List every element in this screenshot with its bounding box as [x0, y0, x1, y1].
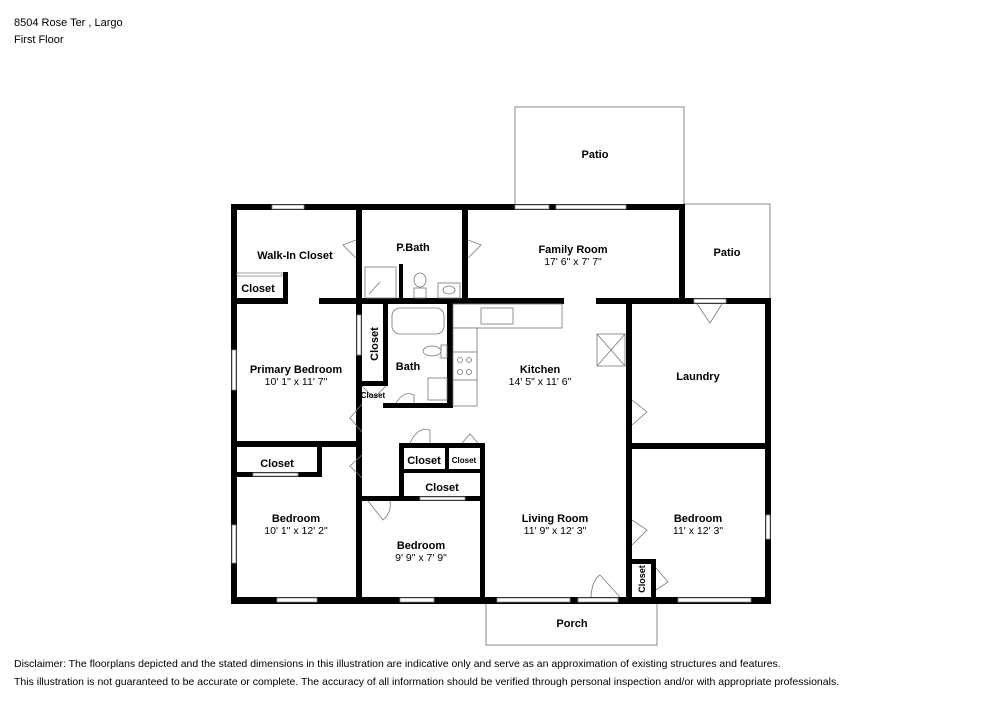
room-name-bedroom2: Bedroom [397, 540, 446, 552]
room-name-living-room: Living Room [522, 513, 589, 525]
sink-icon [427, 377, 448, 401]
room-name-patio-right: Patio [714, 247, 741, 259]
room-name-bedroom3: Bedroom [674, 513, 723, 525]
fixtures [364, 266, 626, 407]
floor-label: First Floor [14, 34, 64, 46]
room-name-laundry: Laundry [676, 371, 720, 383]
windows [231, 204, 771, 603]
room-name-bedroom1: Bedroom [272, 513, 321, 525]
interior-walls [231, 204, 771, 604]
room-dims-primary-bedroom: 10' 1" x 11' 7" [265, 376, 328, 388]
disclaimer-line-2: This illustration is not guaranteed to b… [14, 676, 840, 688]
room-name-patio-top: Patio [582, 149, 609, 161]
room-name-hall-closet-1: Closet [407, 455, 441, 467]
doors [342, 239, 723, 598]
room-name-primary-closet-vertical: Closet [369, 327, 381, 361]
room-name-hall-closet-2: Closet [452, 456, 477, 465]
room-name-bath: Bath [396, 361, 421, 373]
room-name-walk-in-closet: Walk-In Closet [257, 250, 333, 262]
room-name-bedroom1-closet: Closet [260, 458, 294, 470]
property-address: 8504 Rose Ter , Largo [14, 17, 123, 29]
room-name-primary-bedroom: Primary Bedroom [250, 364, 343, 376]
toilet-icon [422, 345, 442, 357]
toilet-icon [413, 272, 427, 288]
room-dims-kitchen: 14' 5" x 11' 6" [509, 376, 572, 388]
room-dims-bedroom2: 9' 9" x 7' 9" [395, 552, 447, 564]
room-dims-living-room: 11' 9" x 12' 3" [524, 525, 587, 537]
room-dims-bedroom1: 10' 1" x 12' 2" [264, 525, 328, 537]
room-name-walk-in-closet-closet: Closet [241, 283, 275, 295]
room-name-porch: Porch [556, 618, 587, 630]
kitchen-sink-icon [480, 307, 514, 325]
exterior-walls [231, 204, 771, 604]
bathtub-icon [391, 307, 445, 335]
disclaimer-line-1: Disclaimer: The floorplans depicted and … [14, 658, 781, 670]
room-name-kitchen: Kitchen [520, 364, 561, 376]
stove-icon [452, 351, 478, 381]
room-dims-family-room: 17' 6" x 7' 7" [544, 256, 602, 268]
room-name-p-bath: P.Bath [396, 242, 430, 254]
room-name-bedroom3-closet: Closet [637, 565, 647, 593]
room-name-bedroom2-closet: Closet [425, 482, 459, 494]
room-dims-bedroom3: 11' x 12' 3" [673, 525, 723, 537]
room-name-primary-closet-small: Closet [361, 391, 386, 400]
room-name-family-room: Family Room [538, 244, 607, 256]
